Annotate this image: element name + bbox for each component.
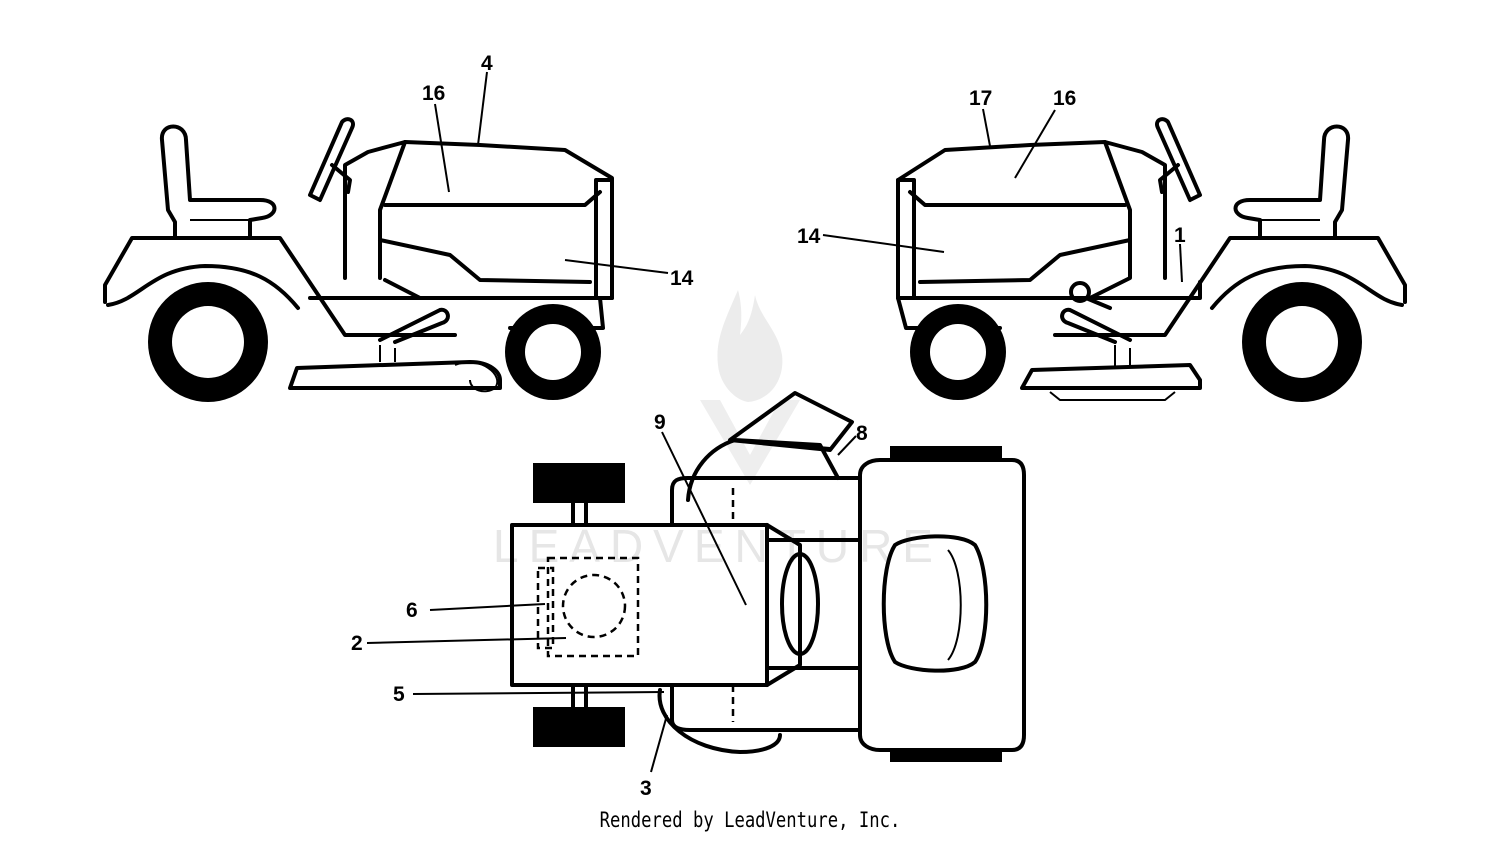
left-view-front-rim xyxy=(525,324,581,380)
callout-14-right: 14 xyxy=(797,225,821,248)
top-view-engine-outline xyxy=(546,556,640,658)
leader-14-right xyxy=(822,234,945,253)
leader-9 xyxy=(661,431,747,606)
callout-1: 1 xyxy=(1174,224,1186,247)
leader-3 xyxy=(650,714,668,773)
left-view-dash xyxy=(343,140,407,280)
leader-5 xyxy=(412,691,665,695)
top-view-engine-cylinder xyxy=(561,573,627,639)
leader-6 xyxy=(429,603,546,611)
left-view-hood xyxy=(383,140,614,300)
right-view-lever xyxy=(1084,296,1112,310)
callout-leaders xyxy=(366,71,1183,773)
right-view-hood xyxy=(896,140,1132,300)
callout-5: 5 xyxy=(393,683,405,706)
tractor-right-side-view xyxy=(896,117,1407,402)
leader-2 xyxy=(366,637,567,644)
top-view-deck-bottom xyxy=(657,688,782,754)
right-view-front-rim xyxy=(930,324,986,380)
right-view-mower-deck xyxy=(1020,363,1202,390)
top-view-front-axle xyxy=(571,501,588,709)
left-view-fender-arch xyxy=(106,264,300,310)
left-view-mower-deck xyxy=(288,360,502,390)
callout-14-left: 14 xyxy=(670,267,694,290)
callout-9: 9 xyxy=(654,411,666,434)
top-view-seat xyxy=(881,534,989,673)
top-view-front-tire-bottom xyxy=(533,707,625,747)
callout-6: 6 xyxy=(406,599,418,622)
v-watermark-icon xyxy=(700,400,800,485)
top-view-hood-taper xyxy=(765,523,802,687)
top-view-chute-edge xyxy=(734,439,831,449)
leader-17 xyxy=(982,108,991,147)
right-view-steering-wheel xyxy=(1155,117,1202,202)
callout-16-right: 16 xyxy=(1053,87,1076,110)
leader-1 xyxy=(1179,243,1183,283)
right-view-hood-vent xyxy=(918,238,1132,284)
flame-watermark-icon xyxy=(717,290,783,402)
top-view-mid-body xyxy=(670,476,862,732)
left-view-fender xyxy=(103,236,457,337)
left-view-hood-line xyxy=(383,190,602,207)
right-view-seat xyxy=(1233,124,1350,240)
callout-8: 8 xyxy=(856,422,868,445)
tractor-top-view xyxy=(510,391,1026,762)
callout-3: 3 xyxy=(640,777,652,800)
top-view-discharge-chute xyxy=(728,391,854,452)
leader-14-left xyxy=(564,259,669,274)
right-view-fender-arch xyxy=(1210,264,1404,310)
callout-16-left: 16 xyxy=(422,82,445,105)
right-view-lever-knob xyxy=(1069,281,1091,303)
leader-16-left xyxy=(434,103,450,193)
right-view-deck-skirt xyxy=(1049,391,1176,401)
leader-4 xyxy=(477,71,488,146)
right-view-grille xyxy=(896,178,916,300)
top-view-front-tire-top xyxy=(533,463,625,503)
callout-4: 4 xyxy=(481,52,493,75)
callout-2: 2 xyxy=(351,632,363,655)
leader-16-right xyxy=(1014,109,1056,179)
left-view-deck-chute xyxy=(454,361,499,393)
right-view-fender xyxy=(1053,236,1407,337)
right-view-hood-line xyxy=(908,190,1127,207)
top-view-rear-fender xyxy=(858,458,1026,752)
left-view-grille xyxy=(594,178,614,300)
leader-8 xyxy=(837,435,857,456)
left-view-steering-column xyxy=(330,163,352,194)
right-view-steering-column xyxy=(1158,163,1180,194)
callout-17: 17 xyxy=(969,87,992,110)
right-view-pedal xyxy=(1060,307,1132,344)
footer-credit: Rendered by LeadVenture, Inc. xyxy=(599,808,901,832)
left-view-seat xyxy=(160,124,277,240)
callout-numbers: 4 16 14 17 16 14 1 9 8 6 2 5 3 xyxy=(351,52,1186,800)
right-view-rear-rim xyxy=(1266,306,1338,378)
top-view-seat-back xyxy=(947,549,962,661)
left-view-deck-hanger xyxy=(379,345,396,362)
right-view-dash xyxy=(1103,140,1167,280)
top-view-rear-tire-top xyxy=(890,446,1002,460)
left-view-steering-wheel xyxy=(308,117,355,202)
top-view-engine-inner xyxy=(536,566,555,650)
left-view-rear-rim xyxy=(172,306,244,378)
right-view-deck-hanger xyxy=(1114,345,1131,366)
tractor-left-side-view xyxy=(103,117,614,402)
left-view-hood-vent xyxy=(378,238,592,284)
left-view-pedal xyxy=(378,307,450,344)
